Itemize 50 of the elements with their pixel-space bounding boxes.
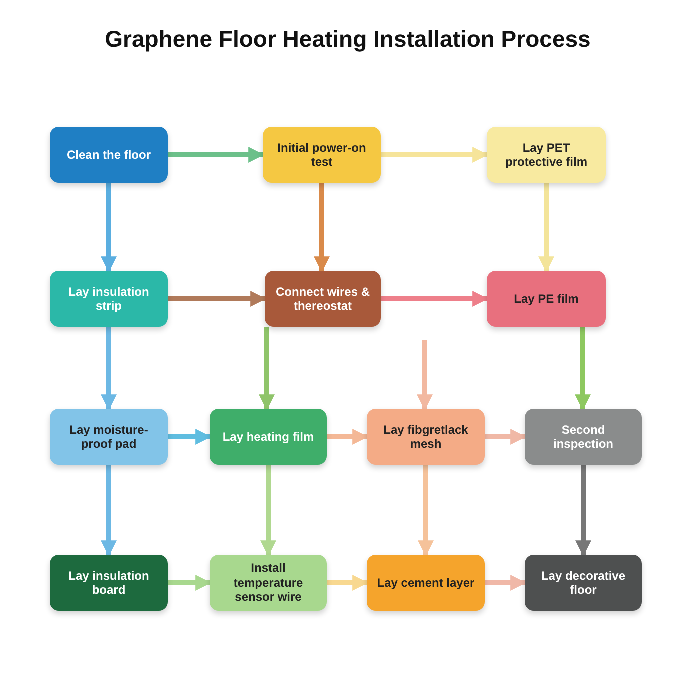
arrow xyxy=(576,465,592,557)
arrow xyxy=(381,291,489,307)
process-box xyxy=(50,271,168,327)
arrow xyxy=(168,429,212,445)
process-box xyxy=(265,271,381,327)
arrow xyxy=(381,147,489,163)
step-label: Lay decorative floor xyxy=(540,568,627,598)
arrow xyxy=(327,575,369,591)
arrow xyxy=(575,327,591,411)
step-label: Initial power-on test xyxy=(276,140,368,170)
process-box xyxy=(50,555,168,611)
process-box xyxy=(367,409,485,465)
process-box xyxy=(487,127,606,183)
arrow xyxy=(101,465,117,557)
step-label: Connect wires & thereostat xyxy=(274,284,372,314)
arrow xyxy=(314,183,330,273)
diagram-title: Graphene Floor Heating Installation Process xyxy=(104,26,592,53)
arrow xyxy=(485,575,527,591)
arrow xyxy=(101,183,117,273)
process-box xyxy=(210,409,327,465)
step-label: Second inspection xyxy=(552,422,614,452)
process-box xyxy=(487,271,606,327)
arrow xyxy=(168,291,267,307)
process-box xyxy=(525,409,642,465)
step-label: Clean the floor xyxy=(66,148,151,162)
arrow xyxy=(327,429,369,445)
arrow xyxy=(168,147,265,163)
arrow xyxy=(259,327,275,411)
step-label: Lay insulation strip xyxy=(68,284,150,314)
arrow xyxy=(168,575,212,591)
arrow xyxy=(260,465,276,557)
arrow xyxy=(418,465,434,557)
step-label: Lay heating film xyxy=(222,430,314,444)
step-label: Install temperature sensor wire xyxy=(232,561,304,605)
step-label: Lay insulation board xyxy=(68,568,150,598)
step-label: Lay fibgretlack mesh xyxy=(382,422,470,452)
process-box xyxy=(50,127,168,183)
process-box xyxy=(367,555,485,611)
process-box xyxy=(263,127,381,183)
step-label: Lay PE film xyxy=(514,292,579,306)
step-label: Lay PET protective film xyxy=(504,140,589,170)
process-box xyxy=(525,555,642,611)
process-box xyxy=(50,409,168,465)
arrow xyxy=(538,183,554,273)
step-label: Lay cement layer xyxy=(377,576,475,590)
process-box xyxy=(210,555,327,611)
arrow xyxy=(101,327,117,411)
arrow xyxy=(417,340,433,411)
arrow xyxy=(485,429,527,445)
step-label: Lay moisture-proof pad xyxy=(68,422,150,452)
